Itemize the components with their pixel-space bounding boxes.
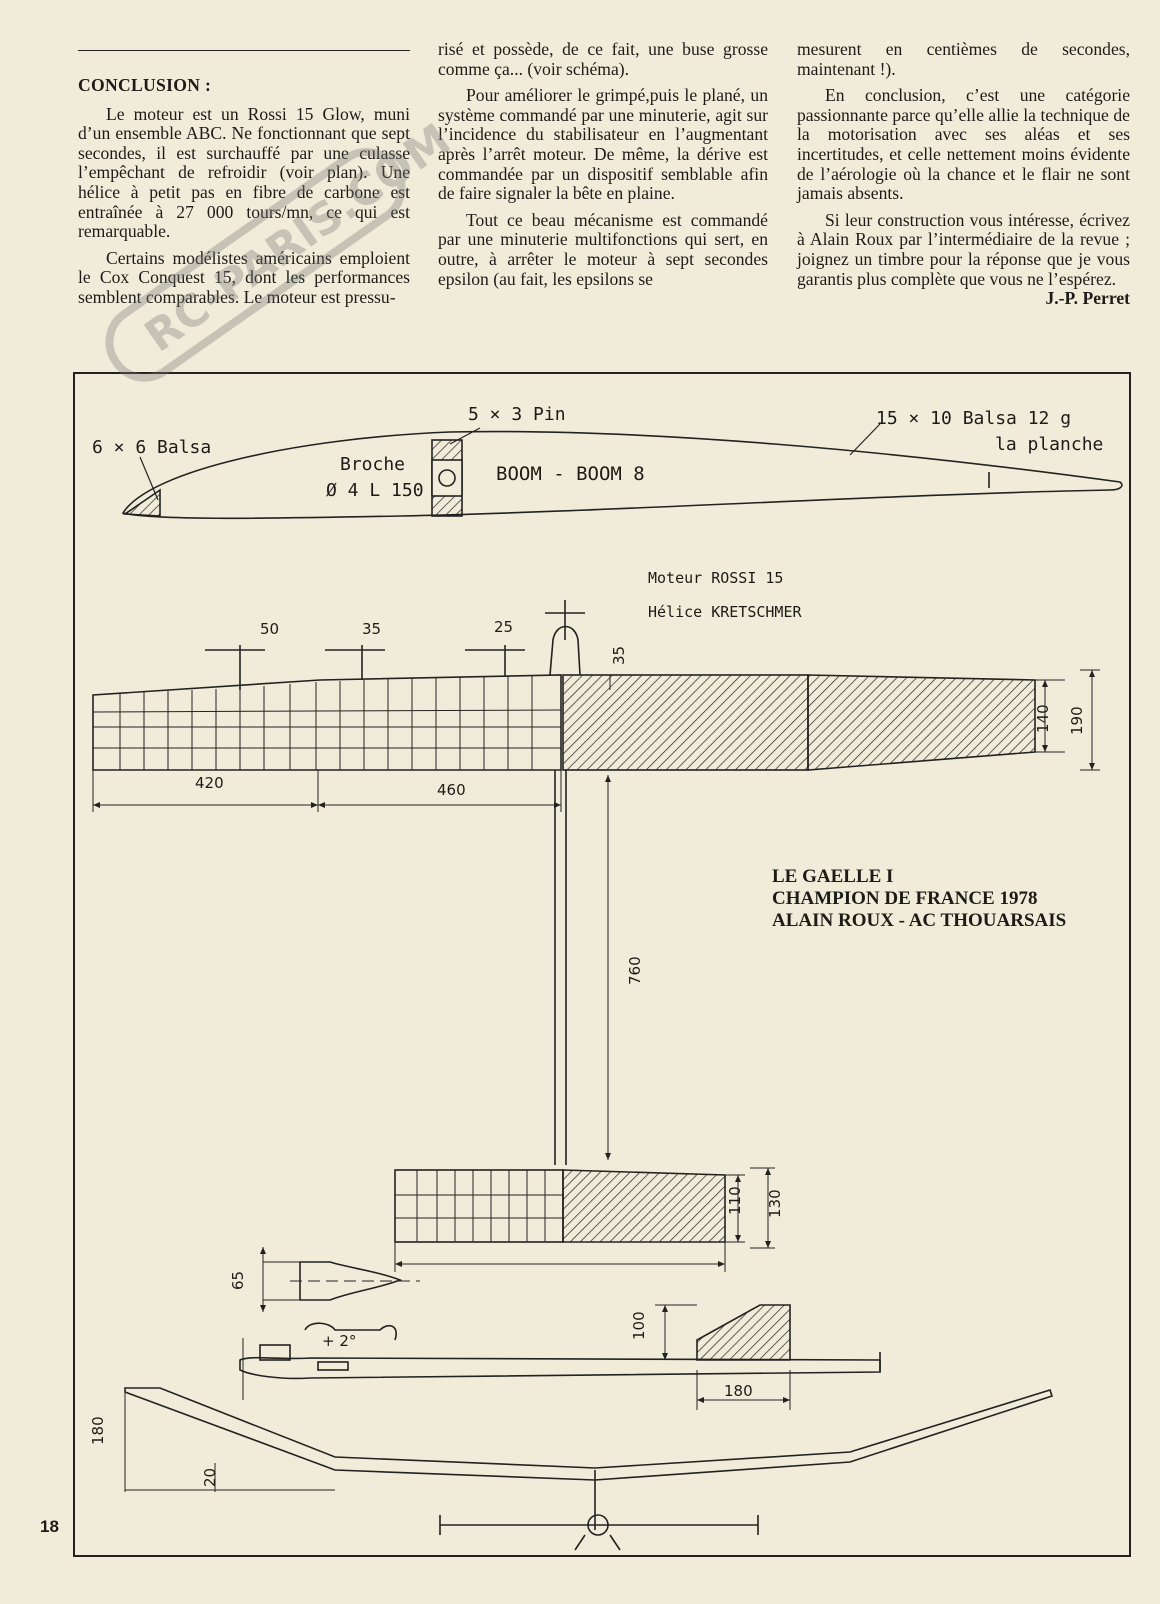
plan-title: LE GAELLE I — [772, 866, 894, 887]
article-column-3: mesurent en centièmes de secondes, maint… — [797, 39, 1130, 309]
dim-140: 140 — [1034, 704, 1052, 733]
paragraph: Tout ce beau mécanisme est commandé par … — [438, 209, 768, 289]
paragraph: Pour améliorer le grimpé,puis le plané, … — [438, 85, 768, 204]
label-pin: 5 × 3 Pin — [468, 404, 566, 425]
incidence-label: + 2° — [322, 1332, 356, 1350]
label-engine: Moteur ROSSI 15 — [648, 569, 783, 587]
dim-460: 460 — [437, 781, 466, 799]
engine-pod — [545, 600, 611, 690]
author-signature: J.-P. Perret — [1045, 288, 1130, 309]
fuselage-boom — [554, 770, 611, 1165]
stabilizer-planform — [394, 1167, 775, 1272]
plan-drawing-frame — [73, 372, 1131, 1557]
nose-pod-view — [260, 1247, 420, 1312]
article-column-1: CONCLUSION : Le moteur est un Rossi 15 G… — [78, 48, 410, 315]
dim-35-engine: 35 — [610, 646, 628, 665]
dim-180-dihedral: 180 — [89, 1416, 107, 1445]
dim-190: 190 — [1068, 706, 1086, 735]
paragraph: risé et possède, de ce fait, une buse gr… — [438, 39, 768, 79]
watermark-logo: RC-PARIS.COM — [105, 114, 460, 382]
wing-planform — [92, 645, 1100, 812]
watermark-text: RC-PARIS.COM — [136, 114, 460, 362]
label-planche-2: la planche — [995, 434, 1103, 455]
dim-760: 760 — [626, 956, 644, 985]
plan-subtitle: CHAMPION DE FRANCE 1978 — [772, 888, 1038, 909]
label-planche: 15 × 10 Balsa 12 g — [876, 408, 1071, 429]
label-propeller: Hélice KRETSCHMER — [648, 603, 802, 621]
label-broche-dim: Ø 4 L 150 — [326, 480, 424, 501]
conclusion-heading: CONCLUSION : — [78, 75, 212, 95]
dim-130: 130 — [766, 1189, 784, 1218]
paragraph: mesurent en centièmes de secondes, maint… — [797, 39, 1130, 79]
paragraph: Le moteur est un Rossi 15 Glow, muni d’u… — [78, 103, 410, 242]
label-balsa-6x6: 6 × 6 Balsa — [92, 437, 211, 458]
side-view — [239, 1304, 881, 1410]
paragraph: Certains modélistes américains emploient… — [78, 247, 410, 307]
article-column-2: risé et possède, de ce fait, une buse gr… — [438, 39, 768, 296]
paragraph: Si leur construction vous intéresse, écr… — [797, 209, 1130, 309]
dim-180-rudder: 180 — [724, 1382, 753, 1400]
dim-50: 50 — [260, 620, 279, 638]
dim-20: 20 — [201, 1468, 219, 1487]
column-rule — [78, 50, 410, 51]
plan-title-block: LE GAELLE I CHAMPION DE FRANCE 1978 ALAI… — [772, 866, 1066, 932]
dim-420: 420 — [195, 774, 224, 792]
dim-65: 65 — [229, 1271, 247, 1290]
dim-110: 110 — [726, 1186, 744, 1215]
front-view — [124, 1387, 1054, 1551]
dim-100: 100 — [630, 1311, 648, 1340]
page-number: 18 — [40, 1517, 59, 1536]
plan-designer: ALAIN ROUX - AC THOUARSAIS — [772, 910, 1067, 931]
dim-25: 25 — [494, 618, 513, 636]
dim-35: 35 — [362, 620, 381, 638]
label-airfoil-name: BOOM - BOOM 8 — [496, 463, 645, 485]
label-broche: Broche — [340, 454, 405, 475]
paragraph: En conclusion, c’est une catégorie passi… — [797, 85, 1130, 204]
airfoil-section — [121, 423, 1123, 520]
